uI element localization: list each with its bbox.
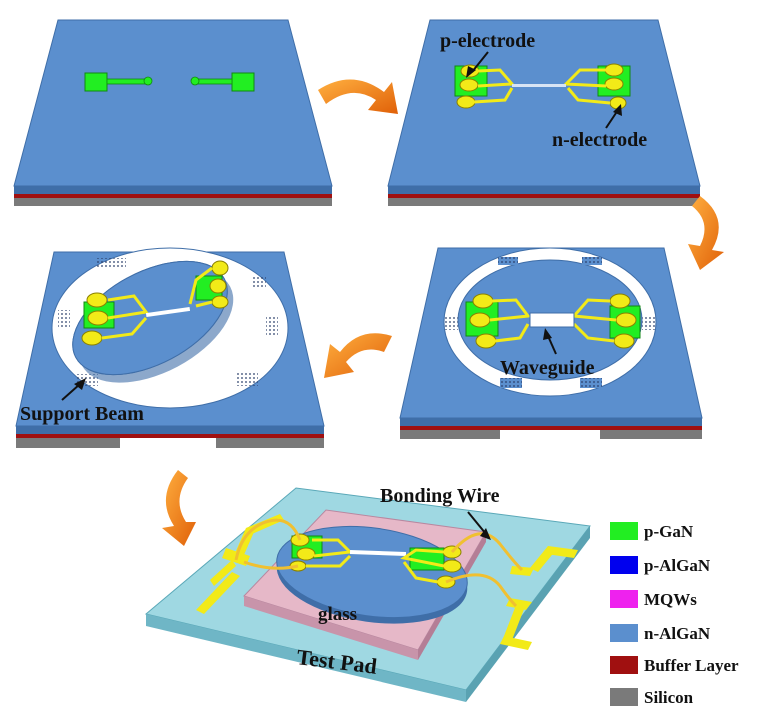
waveguide-pointer: [547, 335, 557, 355]
waveguide-arrowhead: [543, 328, 552, 340]
legend-item-n-algan: n-AlGaN: [610, 624, 711, 643]
svg-text:Buffer Layer: Buffer Layer: [644, 656, 739, 675]
step1-wafer: [13, 19, 333, 206]
glass-label: glass: [318, 604, 357, 625]
legend-swatch: [610, 556, 638, 574]
legend-swatch: [610, 656, 638, 674]
legend-swatch: [610, 522, 638, 540]
legend-item-buffer-layer: Buffer Layer: [610, 656, 739, 675]
support-beam-pointer: [61, 383, 81, 401]
svg-text:p-AlGaN: p-AlGaN: [644, 556, 711, 575]
bonding-wire-arrowhead: [480, 528, 491, 540]
waveguide-label: Waveguide: [500, 357, 595, 379]
p-electrode-arrowhead: [466, 66, 476, 78]
bonding-wire-pointer: [467, 511, 487, 535]
arrow-step3-to-step4: [324, 333, 392, 378]
n-electrode-label: n-electrode: [552, 129, 647, 151]
svg-text:Silicon: Silicon: [644, 688, 694, 707]
step4-tilted-membrane: [15, 247, 325, 448]
bonding-wire-label: Bonding Wire: [380, 485, 500, 507]
legend-item-p-algan: p-AlGaN: [610, 556, 711, 575]
support-beam-arrowhead: [74, 378, 86, 390]
legend-swatch: [610, 688, 638, 706]
step5-packaged-device: [144, 487, 591, 702]
p-electrode-label: p-electrode: [440, 30, 535, 52]
legend-swatch: [610, 624, 638, 642]
svg-text:MQWs: MQWs: [644, 590, 697, 609]
p-electrode-pointer: [471, 51, 489, 73]
legend-swatch: [610, 590, 638, 608]
svg-text:p-GaN: p-GaN: [644, 522, 694, 541]
support-beam-label: Support Beam: [20, 403, 144, 425]
legend: p-GaN p-AlGaN MQWs n-AlGaN Buffer Layer …: [610, 522, 739, 707]
arrow-step2-to-step3: [688, 196, 724, 270]
arrow-step1-to-step2: [318, 79, 398, 114]
svg-text:n-AlGaN: n-AlGaN: [644, 624, 711, 643]
legend-item-silicon: Silicon: [610, 688, 694, 707]
step2-wafer-with-electrodes: [387, 19, 701, 206]
step3-released-membrane: [399, 247, 703, 439]
n-electrode-arrowhead: [613, 104, 622, 116]
legend-item-p-gan: p-GaN: [610, 522, 694, 541]
arrow-step4-to-step5: [162, 470, 196, 546]
legend-item-mqws: MQWs: [610, 590, 697, 609]
